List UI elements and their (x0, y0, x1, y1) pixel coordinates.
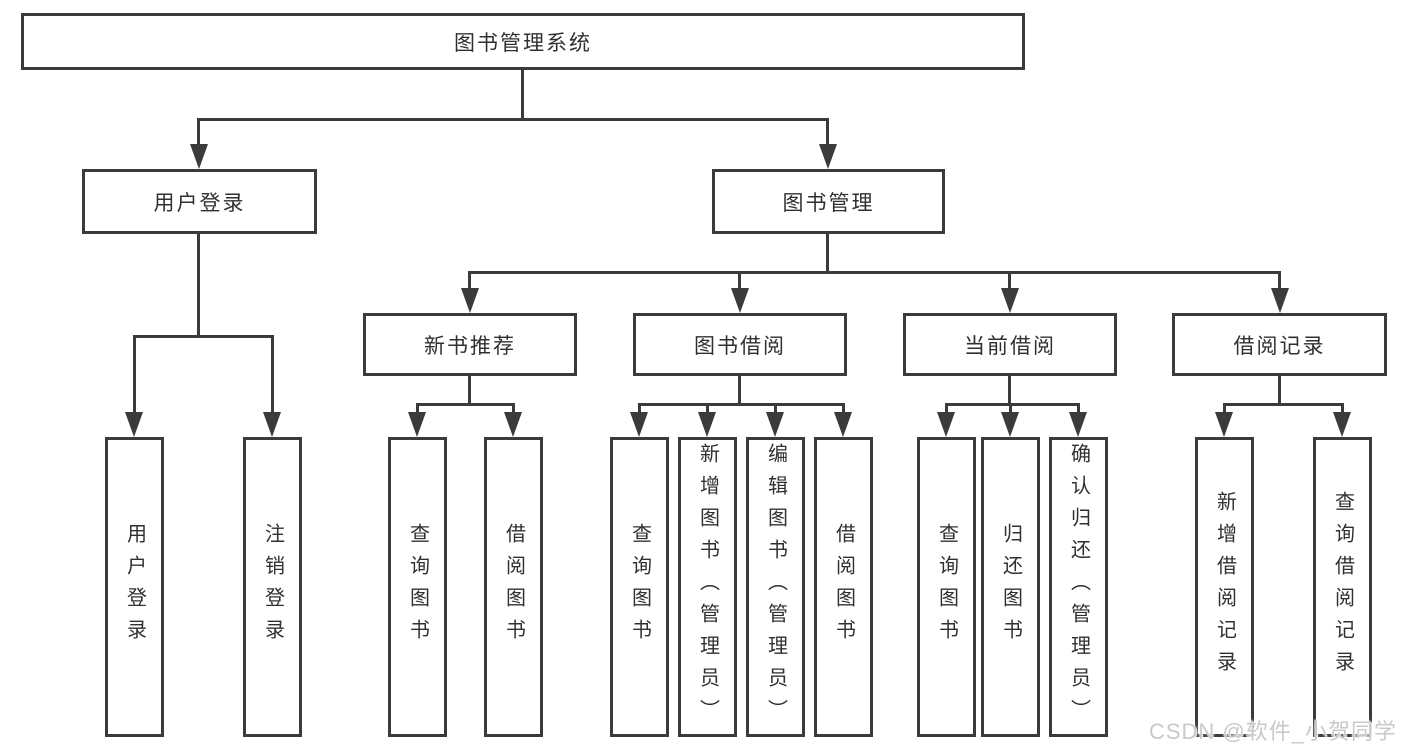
connector-line (512, 403, 515, 413)
csdn-watermark: CSDN @软件_小贺同学 (1148, 719, 1397, 744)
connector-line (826, 118, 829, 146)
connector-line (738, 374, 741, 406)
connector-line (1341, 403, 1344, 413)
leaf-query-books: 查询图书 (917, 437, 976, 737)
leaf-label: 注销登录 (261, 523, 284, 651)
connector-line (1008, 271, 1011, 291)
arrow-down-icon (504, 412, 522, 437)
node-user-login: 用户登录 (82, 169, 317, 234)
arrow-down-icon (819, 144, 837, 169)
leaf-add-borrow-record: 新增借阅记录 (1195, 437, 1254, 737)
arrow-down-icon (1069, 412, 1087, 437)
node-borrow-records: 借阅记录 (1172, 313, 1387, 376)
node-book-borrow: 图书借阅 (633, 313, 847, 376)
leaf-label: 查询借阅记录 (1331, 491, 1354, 683)
connector-line (1278, 271, 1281, 291)
leaf-return-books: 归还图书 (981, 437, 1040, 737)
connector-line (133, 335, 136, 413)
arrow-down-icon (698, 412, 716, 437)
connector-line (271, 335, 274, 413)
leaf-label: 借阅图书 (502, 523, 525, 651)
connector-line (1008, 374, 1011, 406)
leaf-borrow-books: 借阅图书 (814, 437, 873, 737)
arrow-down-icon (1001, 288, 1019, 313)
connector-line (416, 403, 515, 406)
leaf-label: 确认归还（管理员） (1067, 443, 1090, 731)
connector-line (468, 374, 471, 406)
leaf-label: 新增借阅记录 (1213, 491, 1236, 683)
arrow-down-icon (731, 288, 749, 313)
connector-line (468, 271, 1281, 274)
node-new-book-recommend: 新书推荐 (363, 313, 577, 376)
node-current-borrow: 当前借阅 (903, 313, 1117, 376)
leaf-label: 用户登录 (123, 523, 146, 651)
leaf-label: 借阅图书 (832, 523, 855, 651)
connector-line (1223, 403, 1226, 413)
arrow-down-icon (834, 412, 852, 437)
leaf-label: 编辑图书（管理员） (764, 443, 787, 731)
connector-line (738, 271, 741, 291)
connector-line (826, 231, 829, 274)
leaf-label: 查询图书 (406, 523, 429, 651)
connector-line (521, 68, 524, 121)
node-book-management: 图书管理 (712, 169, 945, 234)
leaf-logout: 注销登录 (243, 437, 302, 737)
connector-line (945, 403, 1080, 406)
arrow-down-icon (937, 412, 955, 437)
leaf-label: 新增图书（管理员） (696, 443, 719, 731)
connector-line (638, 403, 845, 406)
leaf-query-borrow-record: 查询借阅记录 (1313, 437, 1372, 737)
arrow-down-icon (1271, 288, 1289, 313)
arrow-down-icon (125, 412, 143, 437)
leaf-query-books: 查询图书 (388, 437, 447, 737)
arrow-down-icon (1333, 412, 1351, 437)
leaf-query-books: 查询图书 (610, 437, 669, 737)
connector-line (1077, 403, 1080, 413)
connector-line (197, 118, 200, 146)
leaf-label: 查询图书 (628, 523, 651, 651)
arrow-down-icon (461, 288, 479, 313)
leaf-user-login: 用户登录 (105, 437, 164, 737)
arrow-down-icon (1001, 412, 1019, 437)
leaf-edit-books-admin: 编辑图书（管理员） (746, 437, 805, 737)
leaf-label: 查询图书 (935, 523, 958, 651)
node-root: 图书管理系统 (21, 13, 1025, 70)
connector-line (1223, 403, 1344, 406)
connector-line (133, 335, 274, 338)
leaf-label: 归还图书 (999, 523, 1022, 651)
leaf-confirm-return-admin: 确认归还（管理员） (1049, 437, 1108, 737)
connector-line (197, 118, 829, 121)
connector-line (945, 403, 948, 413)
connector-line (842, 403, 845, 413)
connector-line (1278, 374, 1281, 406)
connector-line (416, 403, 419, 413)
connector-line (197, 233, 200, 337)
leaf-borrow-books: 借阅图书 (484, 437, 543, 737)
arrow-down-icon (766, 412, 784, 437)
leaf-add-books-admin: 新增图书（管理员） (678, 437, 737, 737)
connector-line (706, 403, 709, 413)
arrow-down-icon (1215, 412, 1233, 437)
arrow-down-icon (263, 412, 281, 437)
arrow-down-icon (408, 412, 426, 437)
connector-line (1009, 403, 1012, 413)
connector-line (468, 271, 471, 291)
connector-line (774, 403, 777, 413)
arrow-down-icon (630, 412, 648, 437)
arrow-down-icon (190, 144, 208, 169)
connector-line (638, 403, 641, 413)
